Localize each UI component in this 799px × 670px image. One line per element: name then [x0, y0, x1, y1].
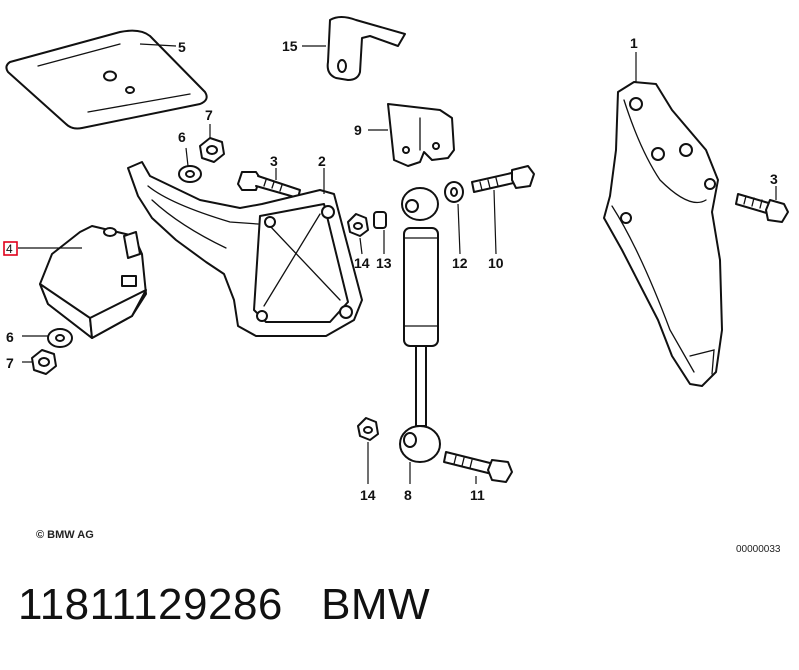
callout-6-bottom: 6 [6, 329, 14, 345]
part-1-engine-bracket [603, 52, 723, 387]
part-4-rubber-mount [18, 225, 147, 339]
part-7-nut-top [199, 124, 225, 163]
part-6-washer-bottom [22, 328, 73, 348]
callout-3-left: 3 [270, 153, 278, 169]
callout-labels: 1 2 3 3 5 6 6 7 7 8 9 10 11 12 13 14 14 … [6, 35, 778, 503]
part-13-bushing [373, 211, 387, 254]
part-number-caption: 11811129286 BMW [18, 580, 430, 630]
callout-14-lower: 14 [360, 487, 376, 503]
callout-12: 12 [452, 255, 468, 271]
callout-7-bottom: 7 [6, 355, 14, 371]
callout-11: 11 [470, 487, 485, 503]
callout-3-right: 3 [770, 171, 778, 187]
callout-8: 8 [404, 487, 412, 503]
part-6-washer-top [178, 147, 202, 183]
part-14-nut-upper [347, 213, 369, 255]
callout-9: 9 [354, 122, 362, 138]
part-3-bolt-right [735, 186, 789, 223]
part-number: 11811129286 [18, 580, 283, 629]
callout-4: 4 [6, 242, 13, 256]
copyright-text: © BMW AG [36, 529, 94, 541]
part-5-plate [5, 29, 208, 130]
part-8-damper [399, 187, 441, 484]
part-12-washer [444, 181, 464, 255]
callout-6-top: 6 [178, 129, 186, 145]
callout-15: 15 [282, 38, 298, 54]
part-2-support-arm [127, 161, 363, 337]
callout-14-upper: 14 [354, 255, 370, 271]
callout-2: 2 [318, 153, 326, 169]
highlight-box [3, 241, 18, 256]
callout-4-highlighted: 4 [3, 241, 18, 256]
part-3-bolt-left [237, 168, 301, 199]
brand-name: BMW [321, 580, 431, 629]
part-9-bracket [368, 103, 455, 167]
part-15-bracket [302, 16, 406, 81]
drawing-id: 00000033 [736, 544, 781, 555]
callout-10: 10 [488, 255, 504, 271]
exploded-parts-diagram: 1 2 3 3 5 6 6 7 7 8 9 10 11 12 13 14 14 … [3, 16, 789, 555]
callout-1: 1 [630, 35, 638, 51]
part-14-nut-lower [357, 417, 379, 484]
callout-13: 13 [376, 255, 392, 271]
part-11-bolt [443, 451, 513, 484]
callout-5: 5 [178, 39, 186, 55]
part-7-nut-bottom [22, 349, 57, 375]
part-10-bolt [471, 165, 535, 255]
callout-7-top: 7 [205, 107, 213, 123]
